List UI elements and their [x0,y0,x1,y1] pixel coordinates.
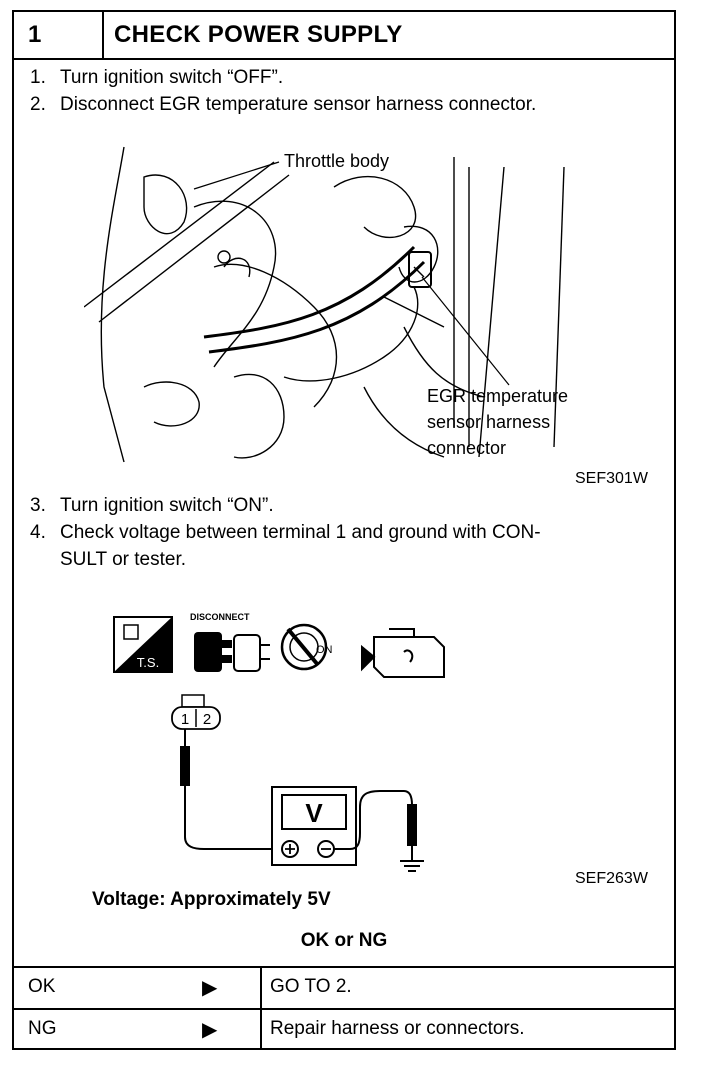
disconnect-icon: DISCONNECT [190,612,270,672]
egr-label-line2: sensor harness [427,412,550,432]
step-2-text: Disconnect EGR temperature sensor harnes… [60,94,537,115]
svg-text:DISCONNECT: DISCONNECT [190,612,250,622]
decision-heading: OK or NG [300,930,388,951]
result-row-ok: OK ▶ GO TO 2. [14,966,674,1008]
figure2-ref: SEF263W [575,870,648,887]
step-4-text-1: Check voltage between terminal 1 and gro… [60,522,541,543]
page-title: CHECK POWER SUPPLY [114,21,403,48]
result-key: NG [28,1018,57,1039]
step-4-num: 4. [30,522,46,543]
result-action: Repair harness or connectors. [270,1018,525,1039]
step-4: 4. Check voltage between terminal 1 and g… [30,519,660,546]
result-row-ng: NG ▶ Repair harness or connectors. [14,1008,674,1050]
step-2-num: 2. [30,94,46,115]
step-3-text: Turn ignition switch “ON”. [60,495,274,516]
pin-2: 2 [203,711,211,728]
result-action: GO TO 2. [270,976,352,997]
header: 1 CHECK POWER SUPPLY [14,12,674,60]
voltmeter: V [271,786,357,866]
svg-text:ON: ON [316,644,333,656]
egr-label-line3: connector [427,438,506,458]
step-3-num: 3. [30,495,46,516]
procedure-sheet: 1 CHECK POWER SUPPLY 1. Turn ignition swi… [12,10,676,1050]
arrow-right-icon: ▶ [202,977,218,999]
egr-label-line1: EGR temperature [427,386,568,406]
step-number: 1 [14,12,104,58]
engine-outline-left [100,146,125,463]
step-1: 1. Turn ignition switch “OFF”. [30,64,660,91]
ground-lead [334,790,424,872]
step-1-text: Turn ignition switch “OFF”. [60,67,284,88]
ignition-on-icon: ON [280,623,333,671]
step-1-num: 1. [30,67,46,88]
step-2: 2. Disconnect EGR temperature sensor harn… [30,91,660,118]
pin-1: 1 [181,711,189,728]
step-4-continued: SULT or tester. [30,546,690,573]
svg-text:T.S.: T.S. [137,655,159,670]
step-4-text-2: SULT or tester. [60,549,187,570]
voltmeter-figure: T.S. DISCONNECT ON [113,612,445,872]
throttle-body-label: Throttle body [284,151,389,171]
engine-bay-figure: Throttle body EGR temperature sensor har… [84,146,568,463]
result-key: OK [28,976,56,997]
voltage-spec: Voltage: Approximately 5V [92,889,331,910]
ts-icon: T.S. [113,616,173,673]
positive-probe-lead [180,729,278,850]
divider [260,968,262,1008]
arrow-right-icon: ▶ [202,1019,218,1041]
engine-icon [361,628,445,678]
voltmeter-label: V [305,798,323,828]
divider [260,1010,262,1050]
harness-connector: 1 2 [171,694,221,730]
step-3: 3. Turn ignition switch “ON”. [30,492,660,519]
figure1-ref: SEF301W [575,470,648,487]
